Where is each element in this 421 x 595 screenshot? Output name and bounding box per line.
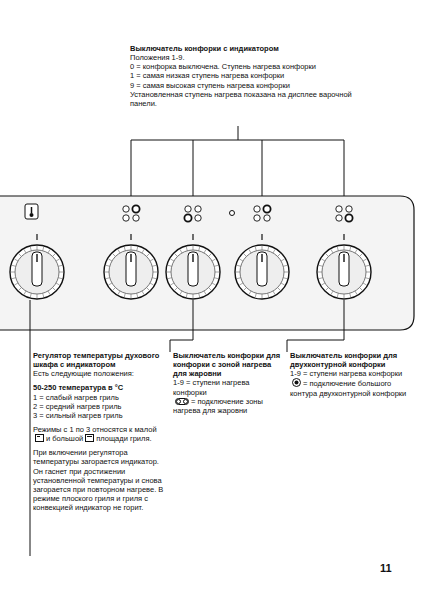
page-number: 11 bbox=[380, 562, 392, 574]
top-callout: Выключатель конфорки с индикаторомПоложе… bbox=[130, 44, 356, 108]
text-row: Режимы с 1 по 3 относятся к малойи больш… bbox=[33, 425, 165, 443]
text-row: Положения 1-9. bbox=[130, 53, 356, 62]
text-row: Есть следующие положения: bbox=[33, 369, 165, 378]
callout-text: Регулятор температуры духового шкафа с и… bbox=[33, 351, 159, 369]
callout-text: Есть следующие положения: bbox=[33, 369, 134, 378]
callout-text: и большой bbox=[46, 434, 83, 443]
callout-text: При включении регулятора температуры заг… bbox=[33, 448, 163, 512]
text-row: При включении регулятора температуры заг… bbox=[33, 448, 165, 512]
oven-callout: Регулятор температуры духового шкафа с и… bbox=[33, 351, 165, 512]
text-row: 1 = самая низкая ступень нагрева конфорк… bbox=[130, 71, 356, 80]
text-row: Выключатель конфорки с индикатором bbox=[130, 44, 356, 53]
symbol-icon bbox=[83, 434, 96, 443]
callout-text: 9 = самая высокая ступень нагрева конфор… bbox=[130, 81, 290, 90]
text-row: = подключение большого контура двухконту… bbox=[290, 378, 410, 397]
callout-text: Выключатель конфорки для двухконтурной к… bbox=[290, 351, 397, 369]
callout-text: Выключатель конфорки для конфорки с зоно… bbox=[173, 351, 280, 378]
text-row: = подключение зоны нагрева для жаровни bbox=[173, 397, 283, 415]
text-row: 2 = средний нагрев гриль bbox=[33, 402, 165, 411]
callout-text: 0 = конфорка выключена. Ступень нагрева … bbox=[130, 62, 316, 71]
roast-callout: Выключатель конфорки для конфорки с зоно… bbox=[173, 351, 283, 415]
text-row: 3 = сильный нагрев гриль bbox=[33, 411, 165, 420]
text-row: 1-9 = ступени нагрева конфорки bbox=[290, 369, 410, 378]
text-row: 9 = самая высокая ступень нагрева конфор… bbox=[130, 81, 356, 90]
text-row: 50-250 температура в °C bbox=[33, 383, 165, 392]
callout-text: Выключатель конфорки с индикатором bbox=[130, 44, 279, 53]
page-number: 11 bbox=[380, 562, 410, 575]
callout-text: 2 = средний нагрев гриль bbox=[33, 402, 121, 411]
callout-text: Режимы с 1 по 3 относятся к малой bbox=[33, 425, 157, 434]
callout-text: 1 = самая низкая ступень нагрева конфорк… bbox=[130, 71, 284, 80]
callout-text: площади гриля. bbox=[96, 434, 151, 443]
text-row: Выключатель конфорки для конфорки с зоно… bbox=[173, 351, 283, 378]
callout-text: 1 = слабый нагрев гриль bbox=[33, 393, 119, 402]
text-row: Регулятор температуры духового шкафа с и… bbox=[33, 351, 165, 369]
text-row: Установленная ступень нагрева показана н… bbox=[130, 90, 356, 108]
callout-text: 1-9 = ступени нагрева конфорки bbox=[290, 369, 402, 378]
symbol-icon bbox=[290, 379, 303, 388]
symbol-icon bbox=[173, 397, 191, 406]
callout-text: 1-9 = ступени нагрева конфорки bbox=[173, 378, 250, 396]
symbol-icon bbox=[33, 434, 46, 443]
text-row: 0 = конфорка выключена. Ступень нагрева … bbox=[130, 62, 356, 71]
text-row: 1 = слабый нагрев гриль bbox=[33, 393, 165, 402]
text-row: Выключатель конфорки для двухконтурной к… bbox=[290, 351, 410, 369]
callout-text: 50-250 температура в °C bbox=[33, 383, 123, 392]
callout-text: Установленная ступень нагрева показана н… bbox=[130, 90, 352, 108]
dual-callout: Выключатель конфорки для двухконтурной к… bbox=[290, 351, 410, 398]
callout-text: 3 = сильный нагрев гриль bbox=[33, 411, 123, 420]
callout-text: Положения 1-9. bbox=[130, 53, 185, 62]
text-row: 11 bbox=[380, 562, 410, 575]
text-row: 1-9 = ступени нагрева конфорки bbox=[173, 378, 283, 396]
callout-text: = подключение большого контура двухконту… bbox=[290, 379, 406, 397]
